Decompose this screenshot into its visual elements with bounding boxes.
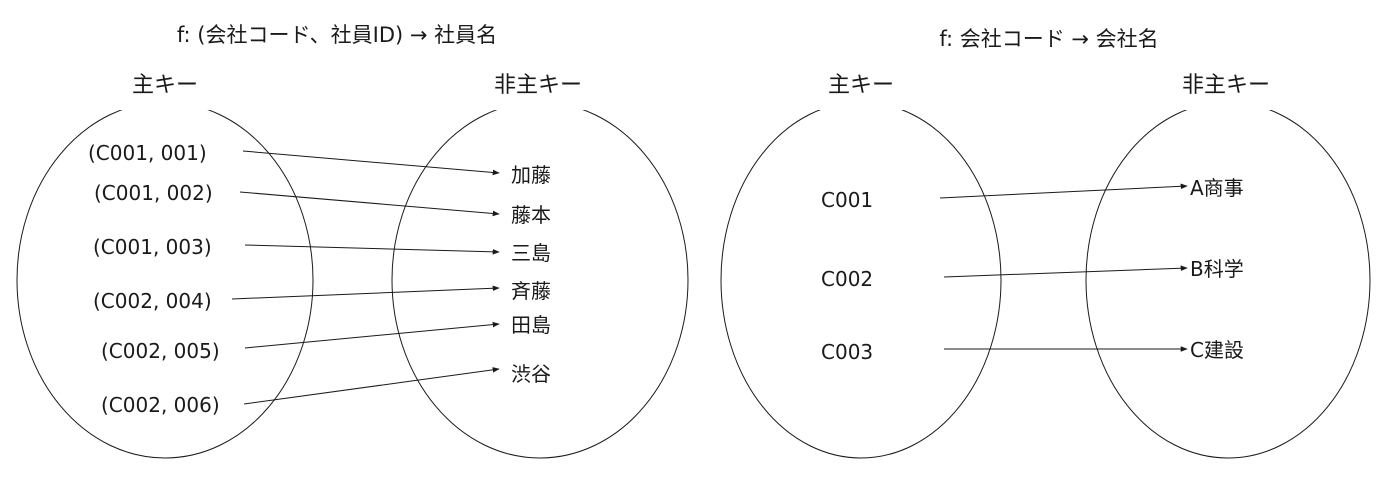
employee-value-2: 藤本 [511,203,551,227]
company-value-1: A商事 [1190,176,1244,200]
employee-value-6: 渋谷 [511,362,551,386]
employee-mapping-arrow-5 [244,321,500,349]
employee-key-3: (C001, 003) [93,235,212,259]
employee-non-key-heading: 非主キー [494,73,582,98]
company-diagram-title: f: 会社コード → 会社名 [939,27,1158,51]
employee-mapping-arrow-6 [243,367,500,405]
employee-key-2: (C001, 002) [94,181,213,205]
company-mapping-diagram: f: 会社コード → 会社名 主キー 非主キー C001 C002 C003 A… [720,27,1371,459]
employee-key-6: (C002, 006) [101,393,220,417]
company-key-3: C003 [821,340,873,364]
company-non-key-heading: 非主キー [1182,73,1270,98]
employee-mapping-arrow-1 [242,150,500,176]
employee-key-5: (C002, 005) [101,339,220,363]
employee-mapping-arrow-3 [244,244,500,255]
employee-mapping-arrow-2 [239,191,500,217]
company-key-1: C001 [821,188,873,212]
company-key-2: C002 [821,267,873,291]
employee-value-4: 斉藤 [511,279,551,303]
employee-mapping-diagram: f: (会社コード、社員ID) → 社員名 主キー 非主キー (C001, 00… [16,23,689,459]
company-mapping-arrow-2 [943,265,1188,278]
company-value-3: C建設 [1190,338,1244,362]
employee-primary-key-heading: 主キー [132,73,198,98]
company-value-2: B科学 [1190,257,1244,281]
employee-value-1: 加藤 [511,163,551,187]
company-primary-key-heading: 主キー [828,73,894,98]
employee-key-4: (C002, 004) [93,289,212,313]
employee-key-1: (C001, 001) [88,141,207,165]
employee-value-5: 田島 [511,313,551,337]
employee-mapping-arrow-4 [231,285,500,300]
employee-diagram-title: f: (会社コード、社員ID) → 社員名 [177,23,497,47]
company-mapping-arrow-1 [939,183,1188,199]
employee-value-3: 三島 [511,241,551,265]
